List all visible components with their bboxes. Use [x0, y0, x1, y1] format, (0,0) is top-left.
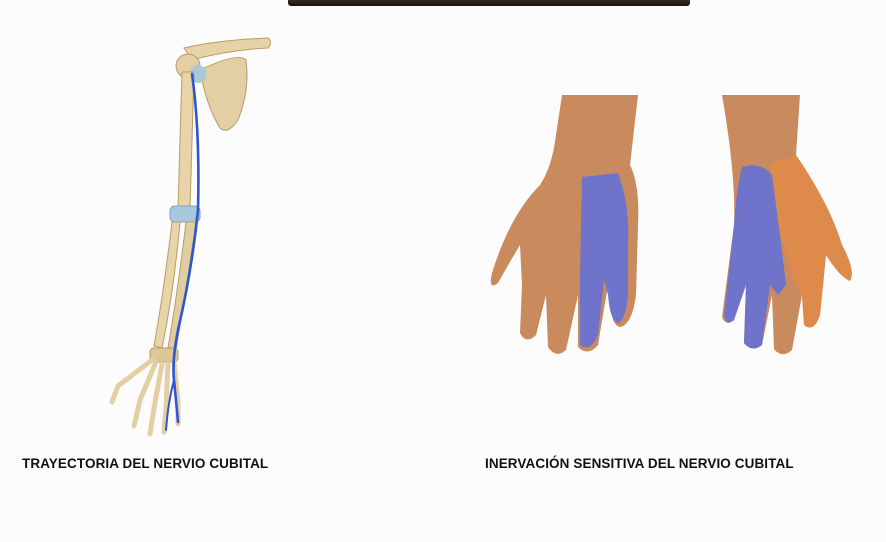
palmar-hand — [491, 95, 638, 354]
arm-skeleton-illustration — [88, 30, 288, 440]
hands-innervation-illustration — [480, 95, 880, 370]
hand-bones — [112, 348, 178, 434]
humerus — [170, 54, 206, 222]
video-frame-edge — [288, 0, 690, 6]
arm-trajectory-caption: TRAYECTORIA DEL NERVIO CUBITAL — [22, 456, 268, 471]
sensory-innervation-caption: INERVACIÓN SENSITIVA DEL NERVIO CUBITAL — [485, 456, 794, 471]
dorsal-hand — [722, 95, 852, 354]
forearm-bones — [154, 222, 196, 350]
